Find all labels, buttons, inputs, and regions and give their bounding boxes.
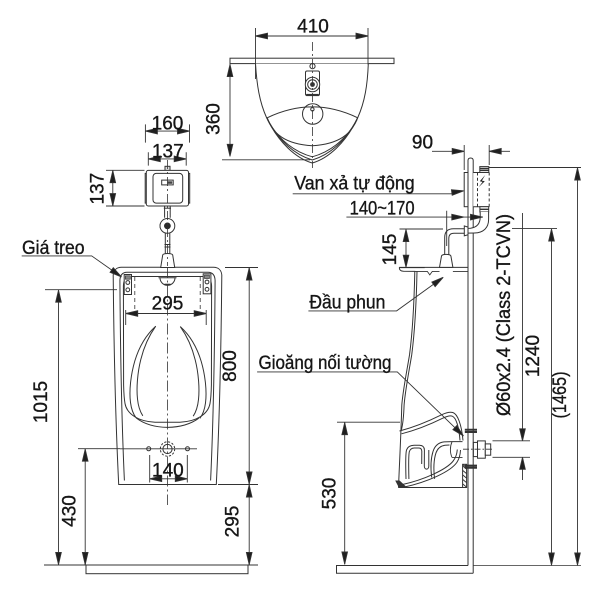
svg-text:145: 145	[380, 234, 401, 266]
svg-text:160: 160	[152, 114, 184, 135]
svg-text:Gioăng nối tường: Gioăng nối tường	[259, 353, 392, 374]
svg-text:Van xả tự động: Van xả tự động	[294, 174, 415, 195]
svg-text:140: 140	[152, 461, 184, 482]
svg-text:140~170: 140~170	[350, 199, 415, 220]
svg-text:410: 410	[297, 17, 329, 38]
svg-text:800: 800	[220, 350, 241, 382]
svg-text:430: 430	[60, 495, 81, 527]
svg-text:Đầu phun: Đầu phun	[309, 293, 385, 314]
svg-text:Ø60x2.4 (Class 2-TCVN): Ø60x2.4 (Class 2-TCVN)	[494, 214, 515, 416]
svg-text:295: 295	[152, 294, 184, 315]
svg-text:530: 530	[320, 478, 341, 510]
svg-text:137: 137	[152, 141, 184, 162]
svg-text:(1465): (1465)	[550, 372, 571, 419]
svg-text:1240: 1240	[523, 335, 544, 377]
svg-text:90: 90	[412, 133, 433, 154]
svg-text:1015: 1015	[31, 381, 52, 423]
svg-text:295: 295	[223, 506, 244, 538]
svg-text:137: 137	[88, 173, 109, 205]
svg-text:360: 360	[204, 103, 225, 135]
svg-text:Giá treo: Giá treo	[22, 238, 85, 259]
